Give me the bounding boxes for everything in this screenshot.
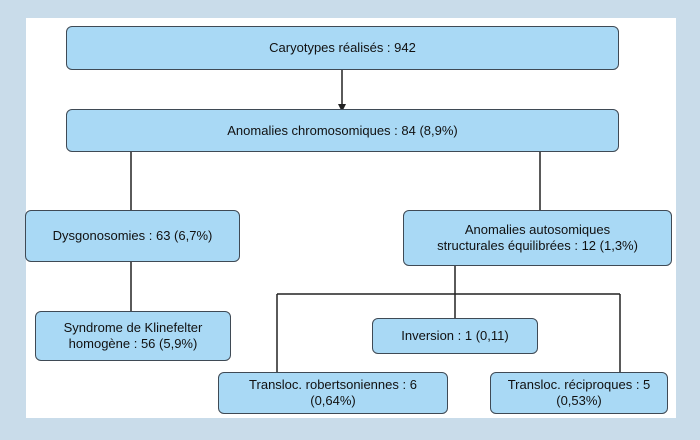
node-robertsonian-line2: (0,64%) <box>310 393 356 408</box>
node-klinefelter-line2: homogène : 56 (5,9%) <box>68 336 198 351</box>
node-robertsonian: Transloc. robertsoniennes : 6 (0,64%) <box>218 372 448 414</box>
node-reciprocal-line2: (0,53%) <box>556 393 602 408</box>
node-chromosomal-anomalies-label: Anomalies chromosomiques : 84 (8,9%) <box>227 122 458 138</box>
node-dysgonosomies: Dysgonosomies : 63 (6,7%) <box>25 210 240 262</box>
node-robertsonian-line1: Transloc. robertsoniennes : 6 <box>249 377 417 392</box>
node-inversion-label: Inversion : 1 (0,11) <box>401 328 509 343</box>
node-klinefelter-line1: Syndrome de Klinefelter <box>63 320 203 335</box>
node-autosomal-structural-line1: Anomalies autosomiques <box>464 222 611 237</box>
node-dysgonosomies-label: Dysgonosomies : 63 (6,7%) <box>52 228 213 243</box>
node-autosomal-structural-line2: structurales équilibrées : 12 (1,3%) <box>437 238 638 253</box>
node-karyotypes: Caryotypes réalisés : 942 <box>66 26 619 70</box>
node-reciprocal-line1: Transloc. réciproques : 5 <box>507 377 651 392</box>
node-karyotypes-label: Caryotypes réalisés : 942 <box>269 40 416 55</box>
node-autosomal-structural: Anomalies autosomiques structurales équi… <box>403 210 672 266</box>
node-chromosomal-anomalies: Anomalies chromosomiques : 84 (8,9%) <box>66 109 619 152</box>
node-inversion: Inversion : 1 (0,11) <box>372 318 538 354</box>
node-reciprocal: Transloc. réciproques : 5 (0,53%) <box>490 372 668 414</box>
node-klinefelter: Syndrome de Klinefelter homogène : 56 (5… <box>35 311 231 361</box>
